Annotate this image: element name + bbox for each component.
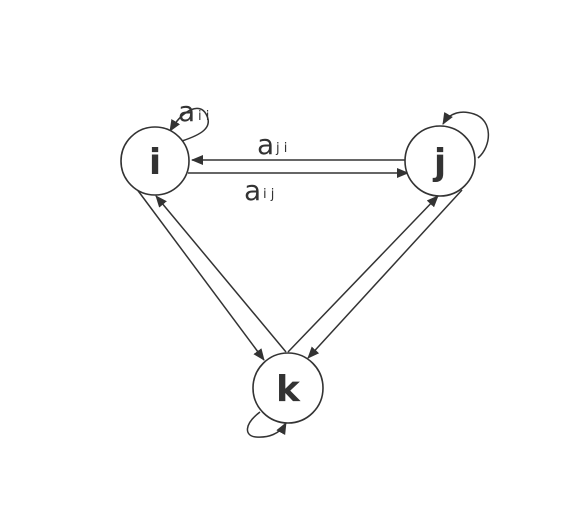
- node-k-circle: [252, 352, 324, 424]
- edge-k-self-loop: [246, 411, 287, 438]
- edge-k-to-i: [155, 195, 287, 353]
- edge-label-aij-subscript: i j: [263, 187, 274, 202]
- edge-label-aij: a i j: [244, 174, 274, 207]
- edge-label-aji: a j i: [257, 128, 287, 161]
- node-j-circle: [404, 125, 476, 197]
- edge-label-aii: a i i: [178, 95, 209, 128]
- node-j-label: j: [432, 142, 446, 183]
- edge-i-self-loop: [169, 107, 209, 142]
- node-i-circle: [120, 126, 190, 196]
- edge-j-to-k: [307, 189, 463, 359]
- edge-label-aji-main: a: [257, 128, 274, 161]
- node-k-label: k: [276, 369, 301, 410]
- edge-k-to-j: [287, 195, 439, 353]
- edge-j-self-loop: [442, 111, 490, 159]
- edge-label-aji-subscript: j i: [275, 141, 287, 156]
- node-i-label: i: [149, 142, 161, 183]
- edge-label-aii-subscript: i i: [198, 109, 209, 124]
- node-k: k: [252, 352, 324, 424]
- node-j: j: [404, 125, 476, 197]
- edge-i-to-k: [135, 187, 265, 361]
- edge-label-aii-main: a: [178, 95, 195, 128]
- edge-label-aij-main: a: [244, 174, 261, 207]
- node-i: i: [120, 126, 190, 196]
